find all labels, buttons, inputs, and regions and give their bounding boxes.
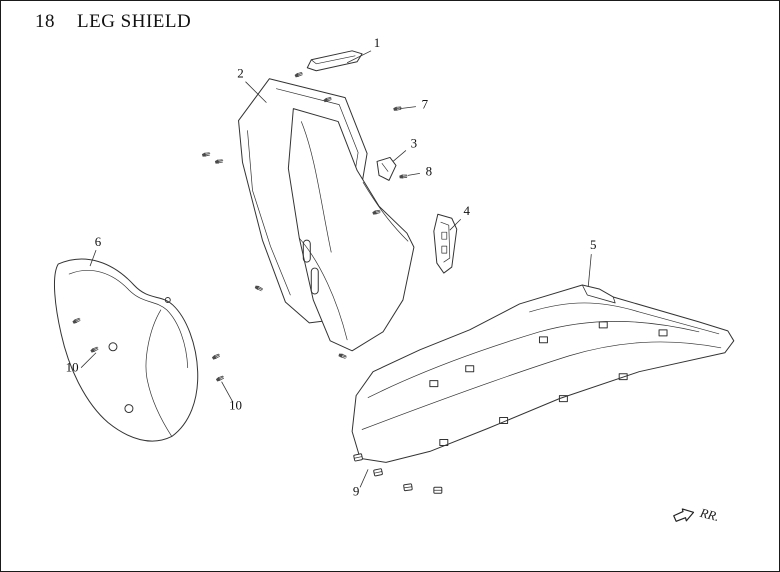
callout-number-5: 5 xyxy=(590,237,596,252)
section-title: LEG SHIELD xyxy=(77,11,192,32)
leader-line-4-5 xyxy=(449,218,462,231)
section-number: 18 xyxy=(35,11,55,32)
part-5-floor-panel xyxy=(351,284,735,463)
callout-number-3: 3 xyxy=(411,135,417,150)
callout-number-10: 10 xyxy=(229,398,242,413)
leader-line-9-10 xyxy=(359,469,369,488)
callout-number-8: 8 xyxy=(426,163,432,178)
rr-arrow-icon xyxy=(673,507,695,522)
leader-line-10-9 xyxy=(221,381,233,402)
leader-line-6-7 xyxy=(89,249,97,267)
leader-line-1-0 xyxy=(346,50,372,64)
callout-number-2: 2 xyxy=(237,66,243,81)
callout-number-7: 7 xyxy=(422,97,429,112)
callout-layer: 1 2 7 38 4 5 6 10 10 9 xyxy=(66,35,597,498)
part-2-leg-shield xyxy=(238,78,415,352)
leader-line-2-1 xyxy=(245,81,267,103)
direction-indicator: RR. xyxy=(673,504,721,525)
leader-line-5-6 xyxy=(587,254,592,287)
callout-number-10: 10 xyxy=(66,360,79,375)
page-title: 18 LEG SHIELD xyxy=(35,11,191,33)
callout-number-6: 6 xyxy=(95,234,102,249)
part-6-side-panel xyxy=(54,258,199,442)
leader-line-7-2 xyxy=(399,106,416,110)
part-4-bracket xyxy=(433,213,458,274)
leader-line-8-4 xyxy=(407,173,420,176)
leader-line-10-8 xyxy=(80,352,97,368)
callout-number-1: 1 xyxy=(374,35,380,50)
callout-number-9: 9 xyxy=(353,483,359,498)
leader-line-3-3 xyxy=(392,150,407,162)
callout-number-4: 4 xyxy=(463,203,470,218)
part-3-clip xyxy=(376,156,397,181)
part-1-garnish xyxy=(306,50,363,72)
rr-label: RR. xyxy=(698,504,721,525)
